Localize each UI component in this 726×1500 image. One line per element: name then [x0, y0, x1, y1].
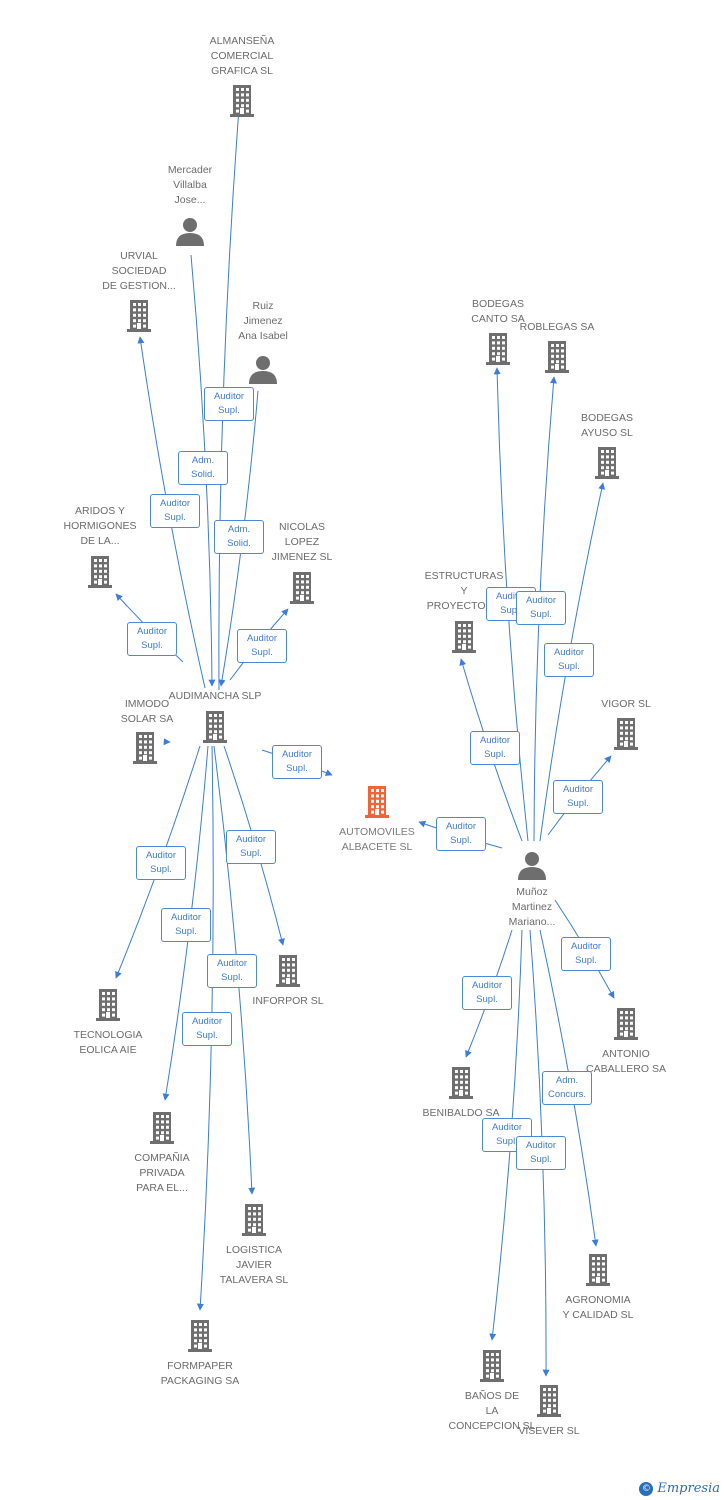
node-label-aridos[interactable]: ARIDOS Y HORMIGONES DE LA... [63, 505, 137, 547]
edge-label-automoviles[interactable]: Auditor Supl. [436, 817, 486, 851]
building-icon-estructuras[interactable] [452, 621, 476, 653]
edge-label-inforpor[interactable]: Auditor Supl. [226, 830, 276, 864]
main-company-icon-automoviles[interactable] [365, 786, 389, 818]
edge-label-nicolas[interactable]: Auditor Supl. [237, 629, 287, 663]
edge-label-estructuras[interactable]: Auditor Supl. [470, 731, 520, 765]
edge-label-almansena[interactable]: Auditor Supl. [204, 387, 254, 421]
edge-label-bodegas_ayuso[interactable]: Auditor Supl. [544, 643, 594, 677]
edge-label-tecnologia[interactable]: Auditor Supl. [136, 846, 186, 880]
edge-label-aridos[interactable]: Auditor Supl. [127, 622, 177, 656]
edge-label-formpaper[interactable]: Auditor Supl. [182, 1012, 232, 1046]
node-label-compania[interactable]: COMPAÑIA PRIVADA PARA EL... [134, 1152, 190, 1194]
node-label-banos[interactable]: BAÑOS DE LA CONCEPCION SL [448, 1390, 536, 1432]
node-label-almansena[interactable]: ALMANSEÑA COMERCIAL GRAFICA SL [209, 35, 275, 77]
edge-label-automoviles[interactable]: Auditor Supl. [272, 745, 322, 779]
copyright-icon: © [639, 1481, 654, 1496]
building-icon-vigor[interactable] [614, 718, 638, 750]
brand-name: Empresia [657, 1481, 720, 1496]
edge-label-audimancha[interactable]: Adm. Solid. [214, 520, 264, 554]
node-label-bodegas_canto[interactable]: BODEGAS CANTO SA [471, 298, 525, 325]
node-label-formpaper[interactable]: FORMPAPER PACKAGING SA [160, 1360, 240, 1387]
building-icon-formpaper[interactable] [188, 1320, 212, 1352]
building-icon-antonio[interactable] [614, 1008, 638, 1040]
node-label-agronomia[interactable]: AGRONOMIA Y CALIDAD SL [562, 1294, 634, 1321]
building-icon-audimancha[interactable] [203, 711, 227, 743]
building-icon-urvial[interactable] [127, 300, 151, 332]
edge-label-audimancha[interactable]: Adm. Solid. [178, 451, 228, 485]
empresia-logo[interactable]: ©Empresia [639, 1481, 720, 1496]
node-label-urvial[interactable]: URVIAL SOCIEDAD DE GESTION... [102, 250, 176, 292]
node-label-ruiz[interactable]: Ruiz Jimenez Ana Isabel [238, 300, 288, 342]
building-icon-bodegas_ayuso[interactable] [595, 447, 619, 479]
edge-label-benibaldo[interactable]: Auditor Supl. [462, 976, 512, 1010]
edge-label-visever[interactable]: Auditor Supl. [516, 1136, 566, 1170]
building-icon-benibaldo[interactable] [449, 1067, 473, 1099]
edge-label-roblegas[interactable]: Auditor Supl. [516, 591, 566, 625]
building-icon-immodo[interactable] [133, 732, 157, 764]
building-icon-banos[interactable] [480, 1350, 504, 1382]
node-label-antonio[interactable]: ANTONIO CABALLERO SA [586, 1048, 666, 1075]
building-icon-almansena[interactable] [230, 85, 254, 117]
person-icon-ruiz[interactable] [249, 356, 277, 384]
building-icon-bodegas_canto[interactable] [486, 333, 510, 365]
edge-label-vigor[interactable]: Auditor Supl. [553, 780, 603, 814]
edge-label-urvial[interactable]: Auditor Supl. [150, 494, 200, 528]
node-label-automoviles[interactable]: AUTOMOVILES ALBACETE SL [339, 826, 415, 853]
building-icon-tecnologia[interactable] [96, 989, 120, 1021]
node-label-bodegas_ayuso[interactable]: BODEGAS AYUSO SL [581, 412, 633, 439]
person-icon-munoz[interactable] [518, 852, 546, 880]
node-label-vigor[interactable]: VIGOR SL [601, 698, 651, 710]
building-icon-compania[interactable] [150, 1112, 174, 1144]
edge-label-agronomia[interactable]: Adm. Concurs. [542, 1071, 592, 1105]
edge-label-logistica[interactable]: Auditor Supl. [207, 954, 257, 988]
node-label-mercader[interactable]: Mercader Villalba Jose... [167, 164, 213, 206]
node-label-munoz[interactable]: Muñoz Martinez Mariano... [508, 886, 556, 928]
edge-label-antonio[interactable]: Auditor Supl. [561, 937, 611, 971]
node-label-visever[interactable]: VISEVER SL [518, 1425, 580, 1437]
building-icon-logistica[interactable] [242, 1204, 266, 1236]
node-label-nicolas[interactable]: NICOLAS LOPEZ JIMENEZ SL [271, 521, 333, 563]
node-label-benibaldo[interactable]: BENIBALDO SA [422, 1107, 500, 1119]
building-icon-visever[interactable] [537, 1385, 561, 1417]
node-label-logistica[interactable]: LOGISTICA JAVIER TALAVERA SL [219, 1244, 289, 1286]
building-icon-agronomia[interactable] [586, 1254, 610, 1286]
building-icon-inforpor[interactable] [276, 955, 300, 987]
node-label-immodo[interactable]: IMMODO SOLAR SA [120, 698, 174, 725]
node-label-inforpor[interactable]: INFORPOR SL [252, 995, 324, 1007]
node-label-audimancha[interactable]: AUDIMANCHA SLP [168, 690, 262, 702]
node-label-tecnologia[interactable]: TECNOLOGIA EOLICA AIE [73, 1029, 143, 1056]
building-icon-nicolas[interactable] [290, 572, 314, 604]
building-icon-roblegas[interactable] [545, 341, 569, 373]
building-icon-aridos[interactable] [88, 556, 112, 588]
node-label-roblegas[interactable]: ROBLEGAS SA [519, 321, 595, 333]
person-icon-mercader[interactable] [176, 218, 204, 246]
node-label-estructuras[interactable]: ESTRUCTURAS Y PROYECTOS... [424, 570, 504, 612]
edge-label-compania[interactable]: Auditor Supl. [161, 908, 211, 942]
